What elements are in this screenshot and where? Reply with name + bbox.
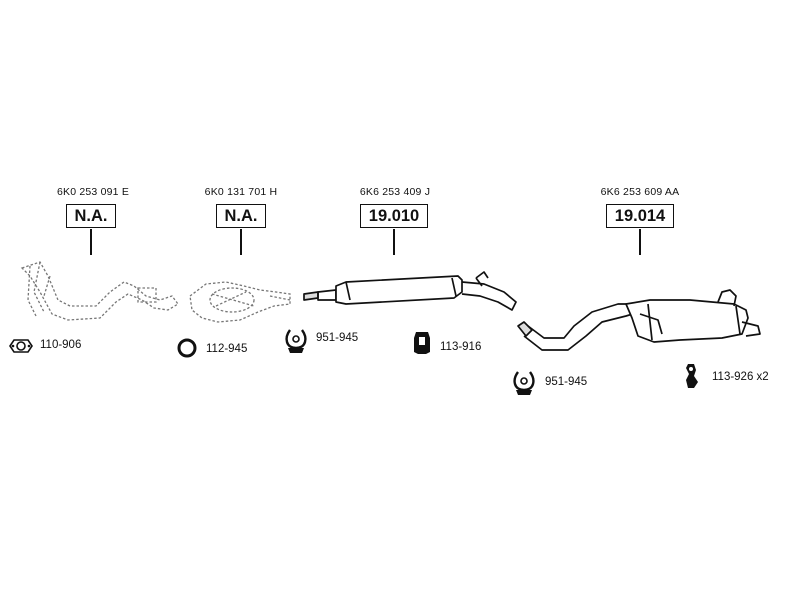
clamp-icon xyxy=(513,371,535,395)
ref-box-catalyst: N.A. xyxy=(216,204,266,228)
center-silencer-drawing xyxy=(303,271,517,311)
part-label-110-906: 110-906 xyxy=(40,339,82,351)
part-label-112-945: 112-945 xyxy=(206,343,248,355)
catalytic-converter-drawing xyxy=(189,281,291,323)
hanger-icon xyxy=(686,364,698,388)
leader-line-front-pipe xyxy=(90,229,92,255)
oe-number-rear-silencer: 6K6 253 609 AA xyxy=(600,186,680,198)
oe-number-center-silencer: 6K6 253 409 J xyxy=(359,186,431,198)
rear-silencer-drawing xyxy=(517,289,761,351)
part-label-113-926: 113-926 x2 xyxy=(712,371,769,383)
ring-gasket-icon xyxy=(177,338,197,358)
oe-number-catalyst: 6K0 131 701 H xyxy=(204,186,278,198)
leader-line-rear-silencer xyxy=(639,229,641,255)
oe-number-front-pipe: 6K0 253 091 E xyxy=(56,186,130,198)
clamp-icon xyxy=(285,329,307,353)
part-label-951-945-b: 951-945 xyxy=(545,376,588,388)
part-label-951-945-a: 951-945 xyxy=(316,332,359,344)
leader-line-catalyst xyxy=(240,229,242,255)
front-pipe-drawing xyxy=(20,261,179,321)
leader-line-center-silencer xyxy=(393,229,395,255)
ref-box-rear-silencer: 19.014 xyxy=(606,204,674,228)
ref-box-center-silencer: 19.010 xyxy=(360,204,428,228)
flange-gasket-icon xyxy=(9,339,33,353)
part-label-113-916: 113-916 xyxy=(440,341,482,353)
rubber-mount-icon xyxy=(414,332,430,354)
ref-box-front-pipe: N.A. xyxy=(66,204,116,228)
